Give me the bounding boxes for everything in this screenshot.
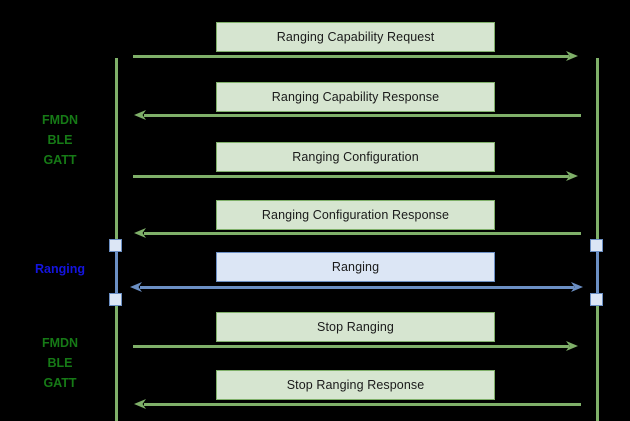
arrowhead-right-icon: [566, 51, 578, 61]
left-lifeline-upper: [115, 58, 118, 241]
message-box-ranging-capability-request: Ranging Capability Request: [216, 22, 495, 52]
message-arrow-ranging-capability-request: [133, 49, 581, 63]
activation-node-left-top: [109, 239, 122, 252]
message-arrow-stop-ranging: [133, 339, 581, 353]
activation-node-left-bottom: [109, 293, 122, 306]
left-lifeline-lower: [115, 292, 118, 421]
message-box-ranging-configuration-response: Ranging Configuration Response: [216, 200, 495, 230]
message-arrow-ranging-bidirectional: [129, 280, 585, 294]
message-arrow-ranging-configuration: [133, 169, 581, 183]
message-box-ranging: Ranging: [216, 252, 495, 282]
phase-label-ranging: Ranging: [35, 262, 85, 276]
arrowhead-left-icon: [134, 110, 146, 120]
message-arrow-ranging-capability-response: [133, 108, 581, 122]
activation-node-right-top: [590, 239, 603, 252]
arrowhead-right-icon: [571, 282, 583, 292]
message-box-stop-ranging: Stop Ranging: [216, 312, 495, 342]
left-lifeline-ranging-segment: [115, 246, 118, 298]
phase-label-fmdn-ble-gatt-bottom: FMDN BLE GATT: [41, 336, 79, 390]
right-lifeline-lower: [596, 292, 599, 421]
arrowhead-left-icon: [134, 399, 146, 409]
message-arrow-ranging-configuration-response: [133, 226, 581, 240]
message-box-stop-ranging-response: Stop Ranging Response: [216, 370, 495, 400]
right-lifeline-upper: [596, 58, 599, 241]
phase-label-fmdn-ble-gatt-top: FMDN BLE GATT: [41, 113, 79, 167]
message-box-ranging-capability-response: Ranging Capability Response: [216, 82, 495, 112]
message-arrow-stop-ranging-response: [133, 397, 581, 411]
arrowhead-left-icon: [130, 282, 142, 292]
arrowhead-left-icon: [134, 228, 146, 238]
right-lifeline-ranging-segment: [596, 246, 599, 298]
arrowhead-right-icon: [566, 171, 578, 181]
arrowhead-right-icon: [566, 341, 578, 351]
message-box-ranging-configuration: Ranging Configuration: [216, 142, 495, 172]
activation-node-right-bottom: [590, 293, 603, 306]
